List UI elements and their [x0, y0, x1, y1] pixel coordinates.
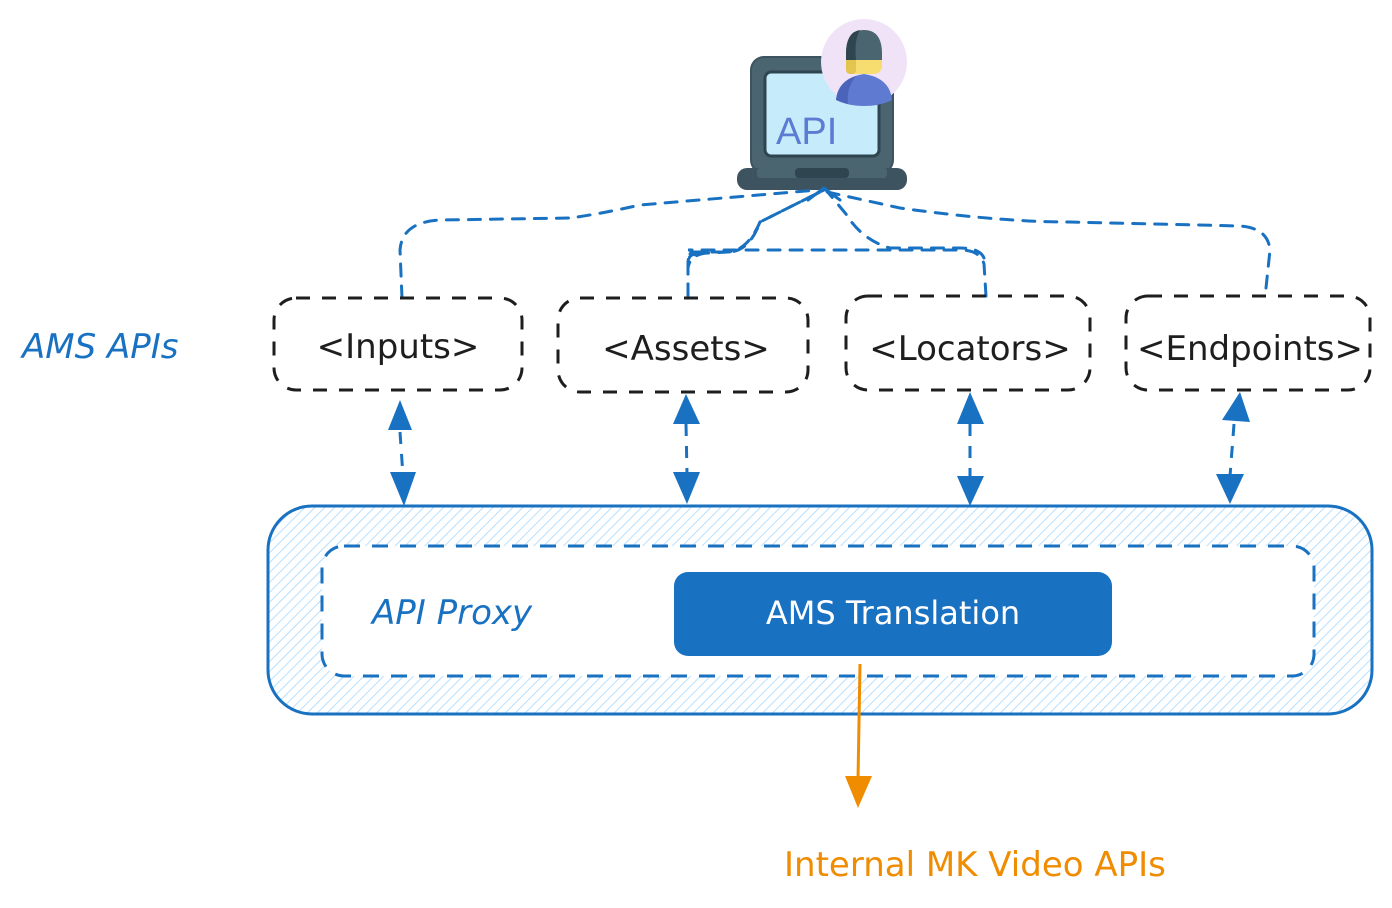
- output-label-internal-apis: Internal MK Video APIs: [784, 845, 1166, 885]
- arrow-assets-proxy: [673, 394, 700, 504]
- connector-endpoints: [816, 188, 1272, 290]
- connector-locators: [678, 248, 988, 298]
- connector-assets-top: [686, 188, 826, 298]
- connector-lines-precise: [688, 188, 986, 260]
- connector-assets: [592, 250, 711, 298]
- user-avatar-icon: [821, 19, 907, 106]
- arrow-endpoints-proxy: [1216, 392, 1250, 504]
- group-label-ams-apis: AMS APIs: [20, 327, 179, 367]
- api-box-label: <Endpoints>: [1137, 329, 1363, 369]
- connector-locators-to-laptop: [824, 188, 986, 260]
- mask: [590, 244, 688, 258]
- api-proxy-container: API Proxy AMS Translation: [266, 504, 1374, 716]
- connector-fix: [686, 188, 826, 298]
- api-box-label: <Assets>: [602, 329, 770, 369]
- connector-assets-main: [593, 250, 711, 298]
- bidirectional-arrows: [388, 392, 1250, 506]
- laptop-with-user-icon: API: [737, 19, 907, 190]
- api-box-label: <Locators>: [869, 329, 1070, 369]
- api-box-label: <Inputs>: [317, 327, 480, 367]
- api-box-locators: <Locators>: [844, 294, 1092, 392]
- output-arrow: [845, 663, 872, 808]
- arrowhead-to-laptop: [806, 186, 842, 202]
- arrow-inputs-proxy: [388, 400, 416, 506]
- api-box-endpoints: <Endpoints>: [1124, 294, 1372, 392]
- ams-translation-label: AMS Translation: [766, 594, 1020, 632]
- connector-inputs: [398, 188, 820, 300]
- ams-translation-box: [674, 572, 1112, 656]
- arrow-locators-proxy: [957, 392, 984, 506]
- api-box-inputs: <Inputs>: [272, 296, 524, 392]
- api-proxy-label: API Proxy: [370, 593, 533, 633]
- connector-lines: [398, 188, 1272, 300]
- laptop-notch: [795, 168, 849, 178]
- api-box-assets: <Assets>: [556, 296, 810, 394]
- laptop-screen-label: API: [776, 111, 837, 153]
